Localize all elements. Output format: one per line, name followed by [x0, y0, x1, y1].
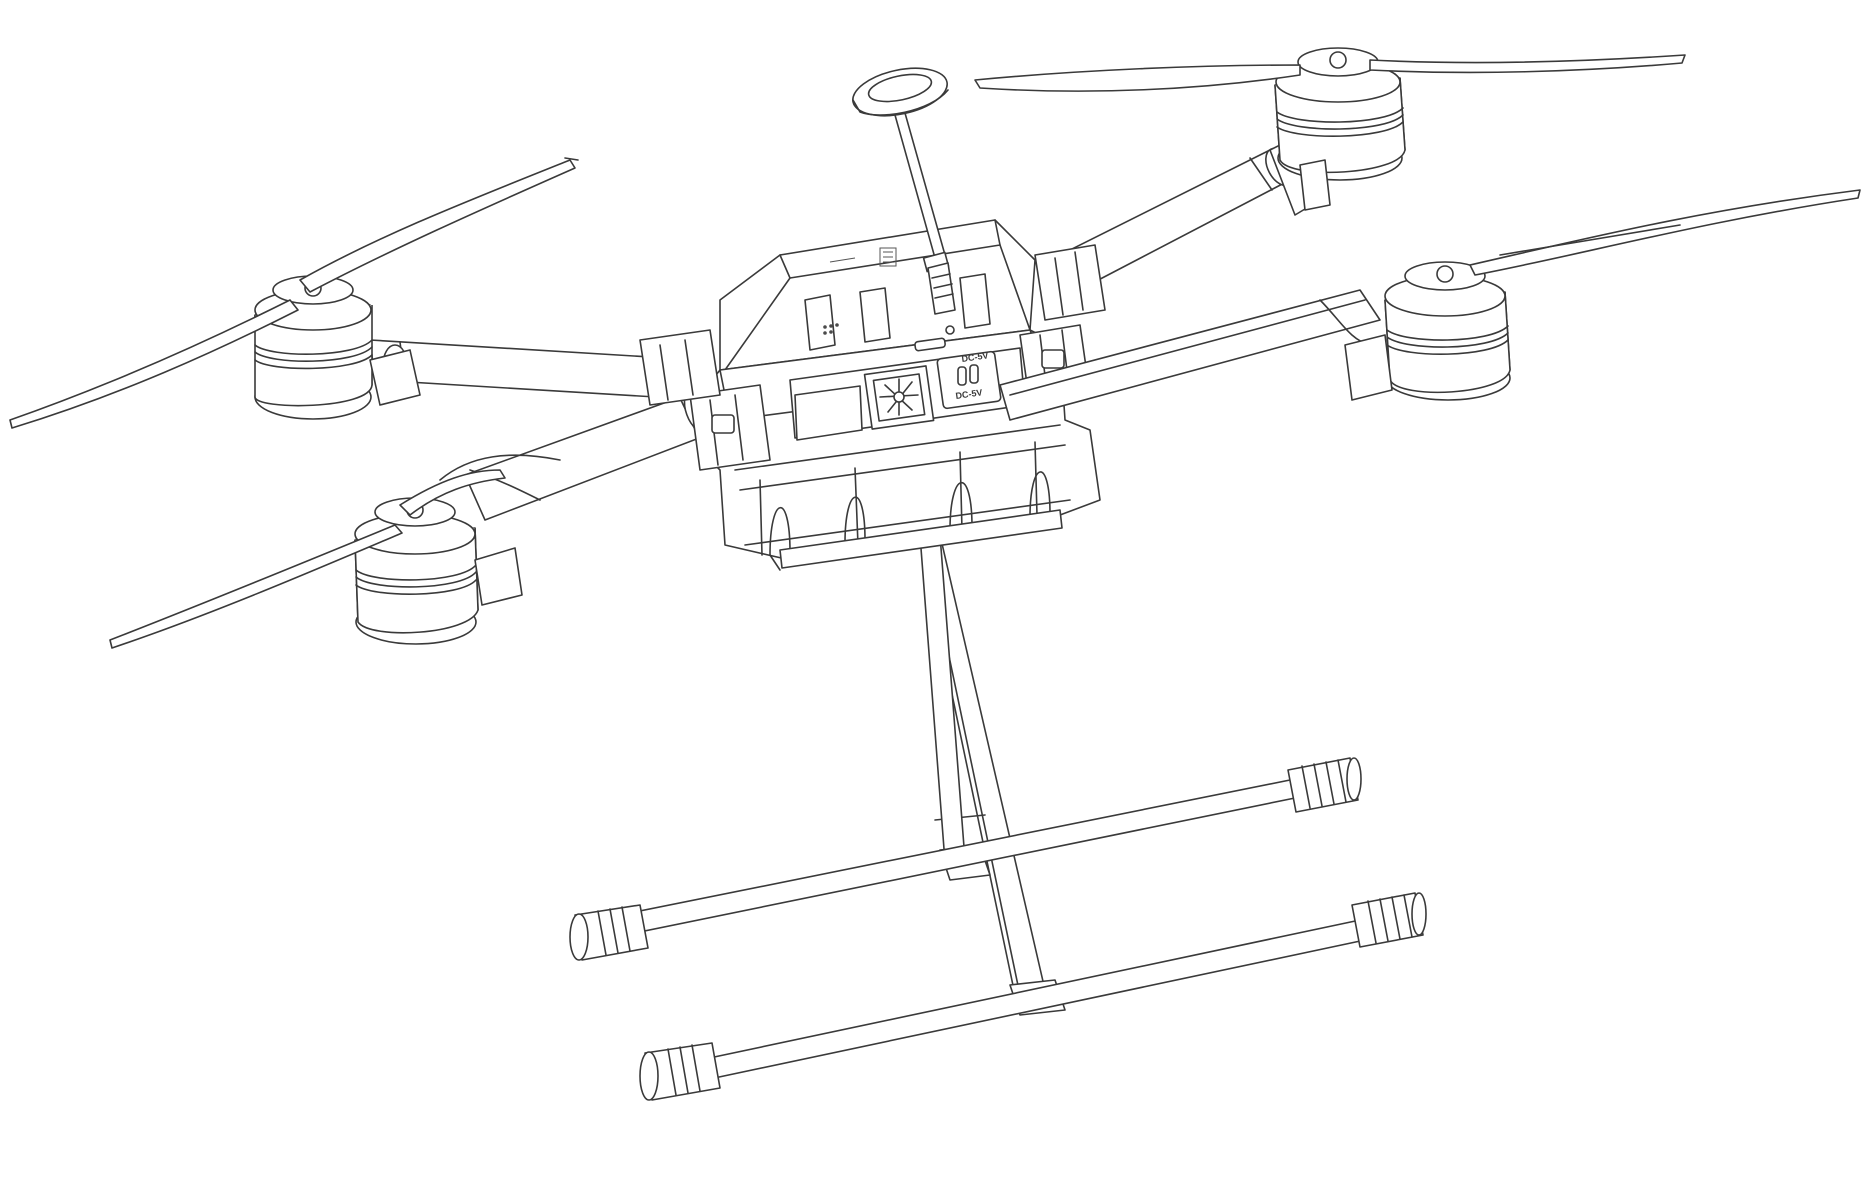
- port-label-upper: DC-5V: [961, 350, 989, 364]
- port-socket-2: [969, 364, 979, 384]
- motor-rear-left: [254, 275, 373, 420]
- propeller-rear-left: [9, 157, 579, 429]
- gps-antenna: [852, 67, 956, 315]
- motor-front-right: [1384, 261, 1511, 401]
- fan-icon: [863, 365, 935, 430]
- landing-gear: [569, 469, 1427, 1101]
- port-label-lower: DC-5V: [955, 387, 983, 401]
- motor-clamps: [369, 159, 1393, 606]
- motor-front-left: [354, 497, 479, 645]
- arm-mount-front-left: [689, 384, 771, 471]
- arm-front-left: [439, 386, 721, 521]
- port-socket-1: [957, 366, 967, 386]
- arm-mount-rear-right: [1034, 244, 1106, 321]
- usb-port: [914, 337, 946, 352]
- gps-antenna-dish: [852, 67, 948, 117]
- propeller-front-right: [1469, 189, 1861, 276]
- skid-front-left-foot: [639, 1042, 721, 1101]
- skid-front-right-foot: [1351, 892, 1427, 948]
- power-port-group: DC-5V DC-5V: [936, 350, 1002, 410]
- skid-rear-right-foot: [1287, 757, 1362, 813]
- propeller-front-left: [109, 469, 506, 649]
- indicator-light: [945, 325, 955, 335]
- skid-rear-left-foot: [569, 904, 649, 961]
- propeller-rear-right: [974, 54, 1686, 92]
- arm-mount-rear-left: [639, 329, 721, 406]
- qr-code-icon: [879, 247, 897, 267]
